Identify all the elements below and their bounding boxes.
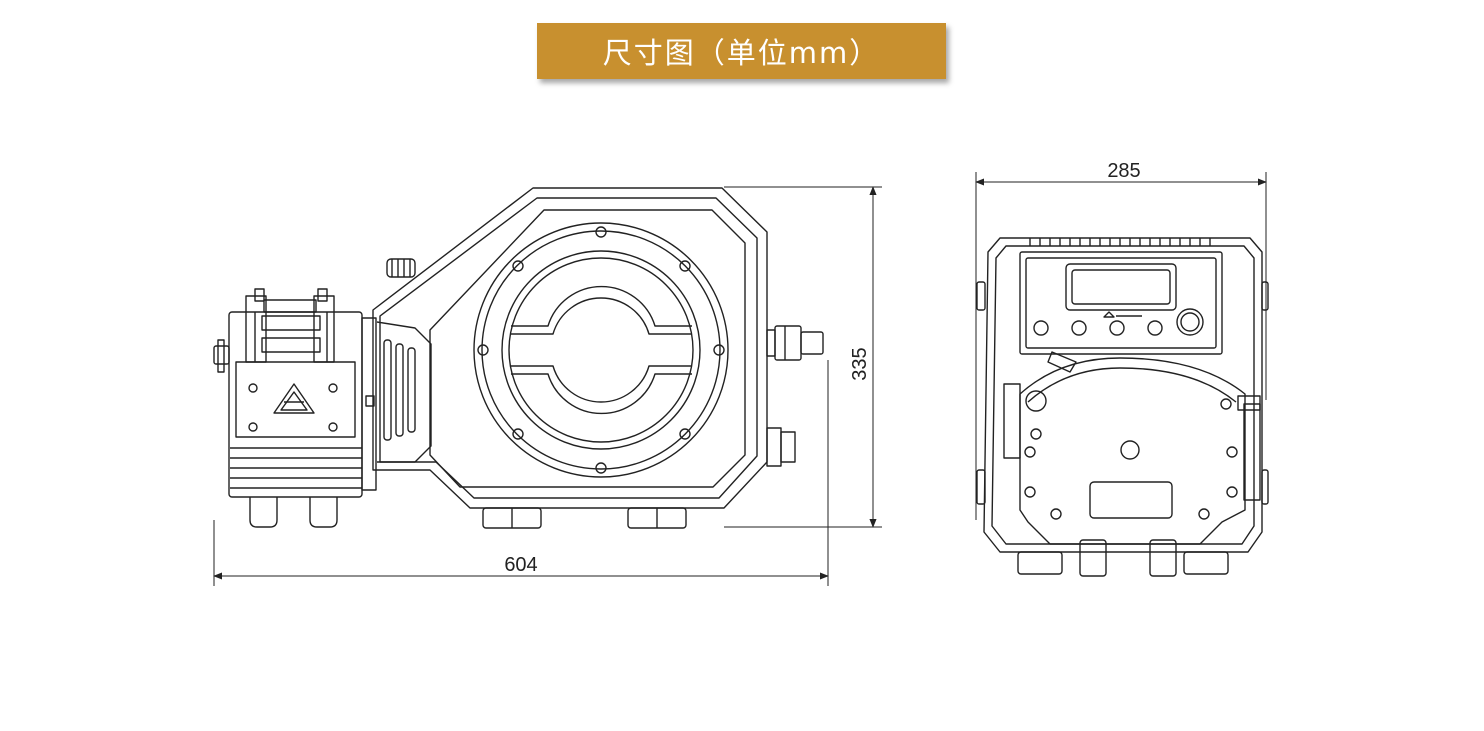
control-panel — [1019, 251, 1223, 355]
front-width-label: 285 — [1107, 160, 1140, 182]
circular-cover — [473, 222, 729, 478]
feet-front — [1017, 539, 1229, 577]
drive-housing-side — [372, 187, 824, 529]
dimension-lines-front — [975, 172, 1267, 520]
side-width-label: 604 — [504, 554, 537, 576]
title-banner: 尺寸图（单位mm） — [537, 23, 946, 79]
front-view — [975, 172, 1269, 577]
pump-head-side — [213, 288, 363, 528]
drive-housing-front — [976, 237, 1269, 553]
page-title: 尺寸图（单位mm） — [602, 36, 881, 70]
side-height-label: 335 — [849, 347, 871, 380]
side-view — [213, 186, 882, 586]
dimension-lines-side — [213, 186, 882, 586]
pump-head-front — [1003, 351, 1261, 545]
adapter-plate — [361, 317, 377, 491]
